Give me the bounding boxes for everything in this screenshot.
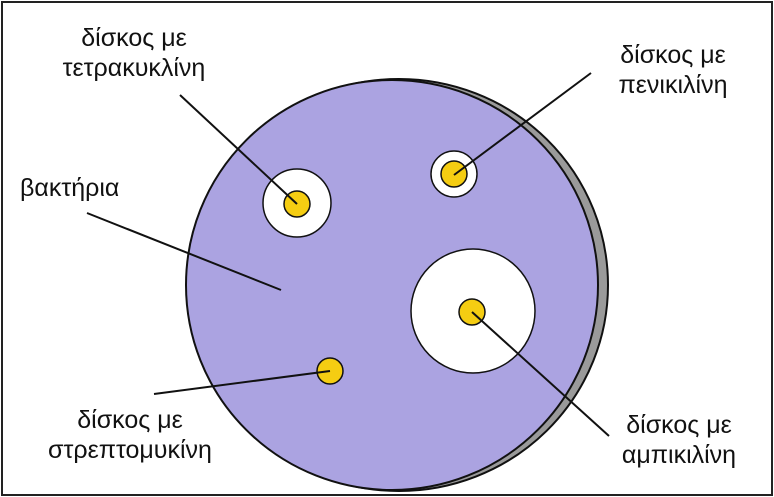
streptomycin-label-line1: δίσκος με <box>77 406 183 434</box>
tetracycline-leader-line <box>179 94 298 205</box>
penicillin-leader-line <box>453 72 592 176</box>
tetracycline-label-line2: τετρακυκλίνη <box>62 54 206 82</box>
bacteria-lawn <box>185 79 599 491</box>
ampicillin-label: δίσκος με αμπικιλίνη <box>604 410 754 470</box>
penicillin-label: δίσκος με πενικιλίνη <box>598 40 748 100</box>
bacteria-label-line1: βακτήρια <box>20 174 120 202</box>
streptomycin-leader-line <box>153 370 331 395</box>
streptomycin-label: δίσκος με στρεπτομυκίνη <box>30 405 230 465</box>
streptomycin-label-line2: στρεπτομυκίνη <box>48 436 212 464</box>
tetracycline-label-line1: δίσκος με <box>81 24 187 52</box>
ampicillin-label-line2: αμπικιλίνη <box>621 441 737 469</box>
ampicillin-leader-line <box>471 311 610 437</box>
ampicillin-label-line1: δίσκος με <box>626 411 732 439</box>
bacteria-label: βακτήρια <box>20 173 119 203</box>
bacteria-leader-line <box>86 212 282 291</box>
penicillin-label-line1: δίσκος με <box>620 41 726 69</box>
tetracycline-label: δίσκος με τετρακυκλίνη <box>44 23 224 83</box>
penicillin-label-line2: πενικιλίνη <box>618 71 728 99</box>
